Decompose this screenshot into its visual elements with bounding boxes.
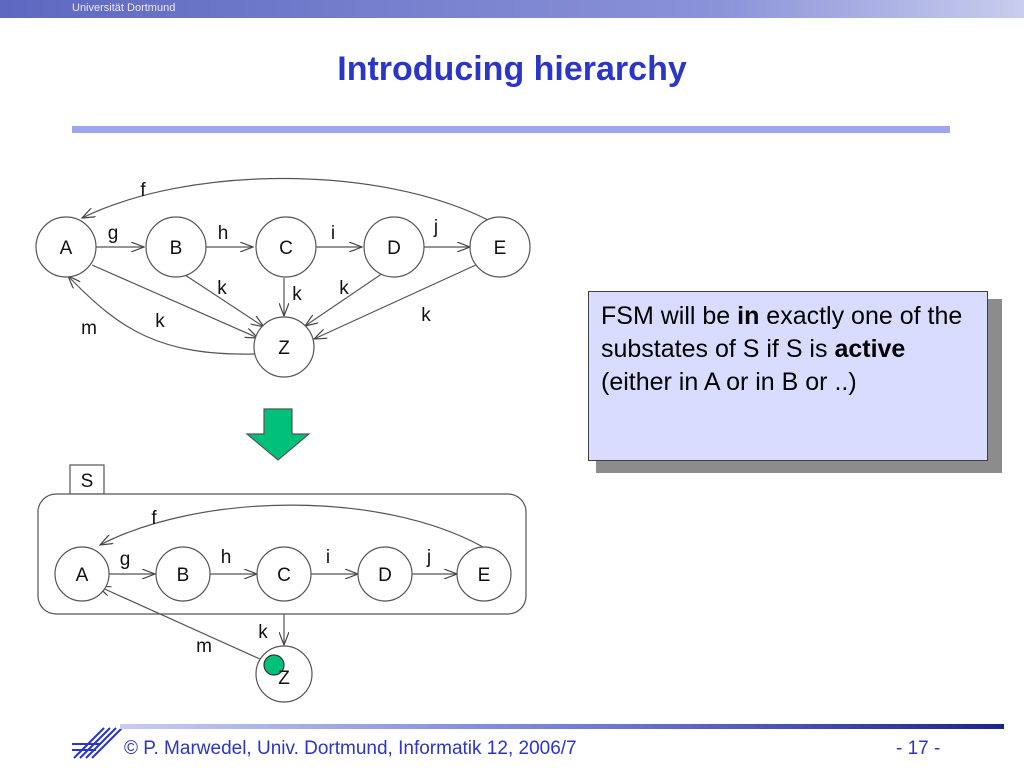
state-z-label: Z [278, 338, 290, 359]
h-edge-f [100, 504, 484, 548]
note-text-1: FSM will be [601, 302, 738, 330]
h-state-e-label: E [478, 565, 491, 586]
h-state-z-label: Z [278, 668, 290, 689]
h-edge-m [98, 586, 263, 661]
h-edge-g-label: g [120, 549, 131, 570]
state-a [35, 216, 97, 278]
institution-label: Universität Dortmund [72, 2, 176, 14]
h-edge-h-label: h [221, 547, 232, 568]
edge-k-b-label: k [217, 278, 227, 299]
h-state-b-label: B [177, 565, 190, 586]
edge-h-label: h [218, 223, 229, 244]
h-edge-j-label: j [426, 547, 431, 568]
edge-k-d [305, 272, 384, 326]
state-b-label: B [170, 238, 183, 259]
state-c-label: C [279, 238, 293, 259]
active-dot [263, 654, 285, 676]
note-text-3: (either in A or in B or ..) [601, 368, 857, 396]
slide-title: Introducing hierarchy [337, 50, 687, 88]
edge-j-label: j [433, 217, 438, 238]
state-z [253, 316, 315, 378]
edge-k-c-label: k [292, 284, 302, 305]
state-d [363, 216, 425, 278]
note-box: FSM will be in exactly one of the substa… [588, 291, 988, 461]
note-bold-in: in [737, 302, 760, 330]
h-edge-k-label: k [258, 622, 268, 643]
edge-i-label: i [331, 223, 335, 244]
edge-k-b [181, 272, 264, 327]
edge-k-d-label: k [339, 278, 349, 299]
flat-fsm [35, 177, 531, 378]
edge-k-a [91, 264, 258, 338]
edge-f [82, 177, 489, 221]
h-edge-m-label: m [196, 636, 212, 657]
h-state-a [54, 546, 110, 602]
h-edge-f-label: f [151, 508, 157, 529]
edge-g-label: g [108, 223, 119, 244]
edge-k-e-label: k [421, 305, 431, 326]
note-text-2: exactly one of the substates of S if S i… [601, 302, 963, 363]
state-d-label: D [387, 238, 401, 259]
hier-fsm [37, 464, 527, 703]
h-state-d-label: D [378, 565, 392, 586]
h-state-e [456, 546, 512, 602]
h-state-a-label: A [76, 565, 89, 586]
h-state-b [155, 546, 211, 602]
state-b [145, 216, 207, 278]
footer-copyright: © P. Marwedel, Univ. Dortmund, Informati… [124, 738, 577, 759]
h-state-c-label: C [277, 565, 291, 586]
h-state-c [256, 546, 312, 602]
page-number: - 17 - [896, 738, 941, 759]
state-c [255, 216, 317, 278]
state-e [469, 216, 531, 278]
edge-m [68, 276, 256, 355]
edge-m-label: m [81, 318, 97, 339]
edge-f-label: f [140, 180, 146, 201]
note-bold-active: active [834, 335, 906, 363]
state-e-label: E [494, 238, 507, 259]
state-a-label: A [60, 238, 73, 259]
superstate-label: S [81, 471, 94, 492]
footer-logo [72, 727, 123, 759]
down-arrow [245, 408, 311, 461]
footer-line [120, 724, 1004, 729]
edge-k-e [314, 263, 479, 339]
top-bar: Universität Dortmund [0, 0, 1024, 18]
edge-k-a-label: k [155, 311, 165, 332]
h-edge-i-label: i [326, 547, 330, 568]
h-state-d [357, 546, 413, 602]
title-rule [72, 126, 950, 133]
